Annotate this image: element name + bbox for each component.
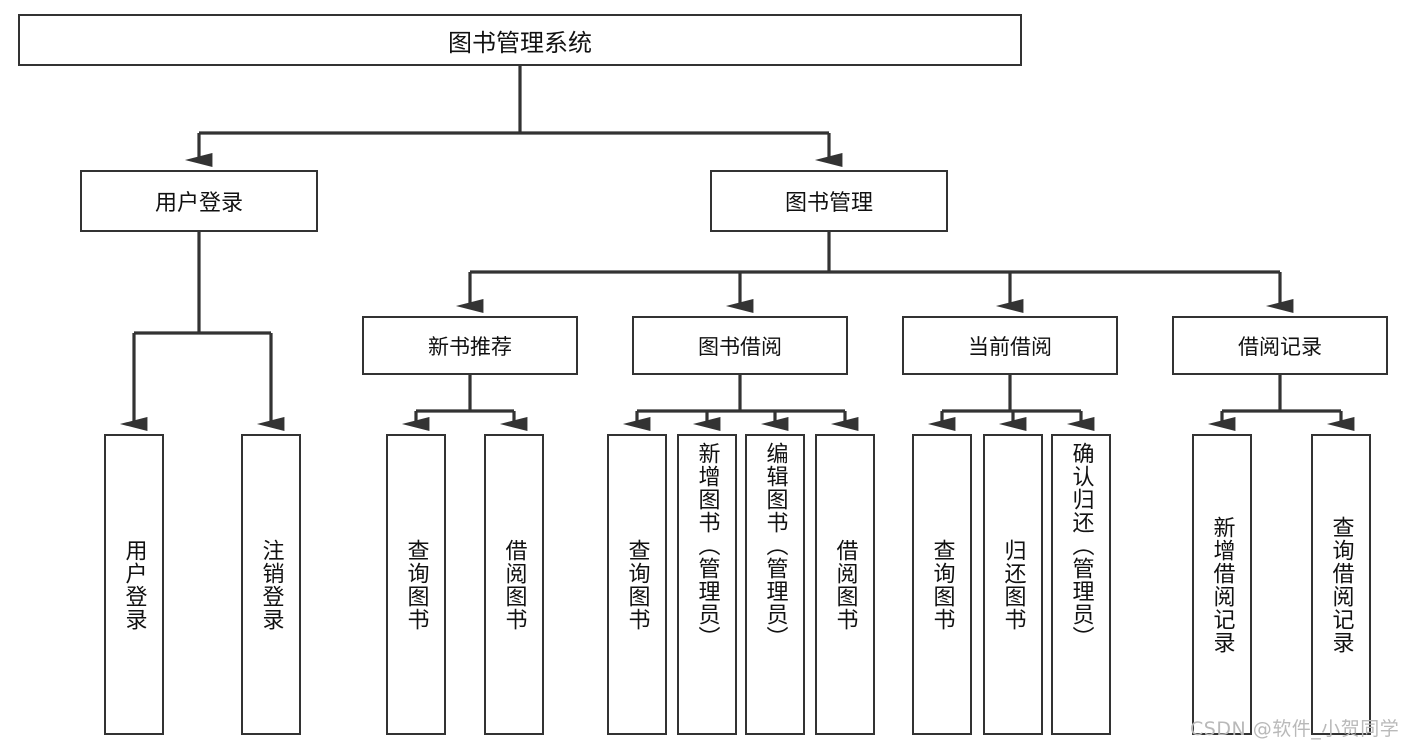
- leaf-label: 查询图书: [403, 538, 429, 631]
- leaf-add-borrow-record[interactable]: 新增借阅记录: [1192, 434, 1252, 735]
- leaf-confirm-return-admin[interactable]: 确认归还（管理员）: [1051, 434, 1111, 735]
- node-root[interactable]: 图书管理系统: [18, 14, 1022, 66]
- leaf-query-book-current[interactable]: 查询图书: [912, 434, 972, 735]
- node-level2-book-management[interactable]: 图书管理: [710, 170, 948, 232]
- watermark: CSDN @软件_小贺同学: [1190, 718, 1400, 740]
- leaf-label: 查询借阅记录: [1328, 515, 1354, 654]
- leaf-logout[interactable]: 注销登录: [241, 434, 301, 735]
- node-level3-new-book-recommend[interactable]: 新书推荐: [362, 316, 578, 375]
- leaf-label: 借阅图书: [832, 538, 858, 631]
- leaf-label: 查询图书: [624, 538, 650, 631]
- leaf-borrow-book-recommend[interactable]: 借阅图书: [484, 434, 544, 735]
- leaf-label: 查询图书: [929, 538, 955, 631]
- leaf-borrow-book[interactable]: 借阅图书: [815, 434, 875, 735]
- leaf-label: 新增借阅记录: [1209, 515, 1235, 654]
- leaf-label: 借阅图书: [501, 538, 527, 631]
- leaf-add-book-admin[interactable]: 新增图书（管理员）: [677, 434, 737, 735]
- leaf-label: 归还图书: [1000, 538, 1026, 631]
- leaf-label: 注销登录: [258, 538, 284, 631]
- leaf-return-book[interactable]: 归还图书: [983, 434, 1043, 735]
- node-level2-user-login[interactable]: 用户登录: [80, 170, 318, 232]
- leaf-label: 确认归还（管理员）: [1068, 442, 1094, 649]
- node-level3-borrow-record[interactable]: 借阅记录: [1172, 316, 1388, 375]
- leaf-label: 用户登录: [121, 538, 147, 631]
- leaf-user-login[interactable]: 用户登录: [104, 434, 164, 735]
- leaf-edit-book-admin[interactable]: 编辑图书（管理员）: [745, 434, 805, 735]
- node-level3-book-borrow[interactable]: 图书借阅: [632, 316, 848, 375]
- leaf-query-book-borrow[interactable]: 查询图书: [607, 434, 667, 735]
- leaf-label: 新增图书（管理员）: [694, 442, 720, 649]
- leaf-query-book-recommend[interactable]: 查询图书: [386, 434, 446, 735]
- leaf-label: 编辑图书（管理员）: [762, 442, 788, 649]
- leaf-query-borrow-record[interactable]: 查询借阅记录: [1311, 434, 1371, 735]
- node-level3-current-borrow[interactable]: 当前借阅: [902, 316, 1118, 375]
